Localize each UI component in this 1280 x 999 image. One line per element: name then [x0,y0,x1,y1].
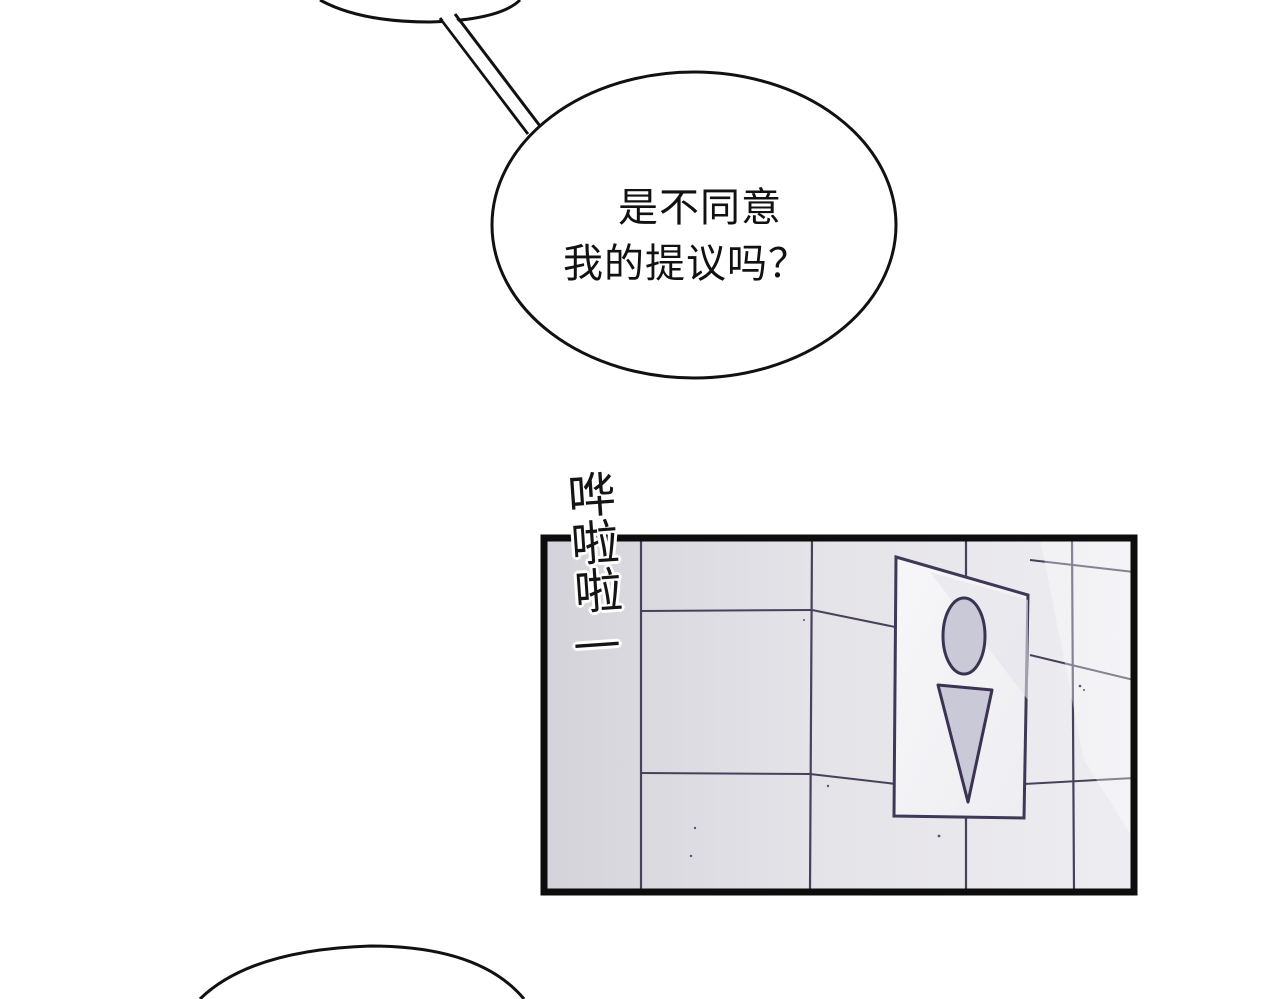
speech-line-2: 我的提议吗？ [563,241,809,287]
sound-effect-text: 哗啦啦— [556,468,627,672]
bubble-connector-tail [438,13,542,135]
speech-bubble-text: 是不同意 我的提议吗？ [540,180,860,292]
speech-line-1: 是不同意 [618,185,782,231]
speech-bubble [490,70,898,380]
male-restroom-sign-icon [892,555,1030,820]
bottom-bubble-fragment [198,944,526,999]
top-bubble-fragment [319,0,522,24]
restroom-panel [540,534,1138,896]
